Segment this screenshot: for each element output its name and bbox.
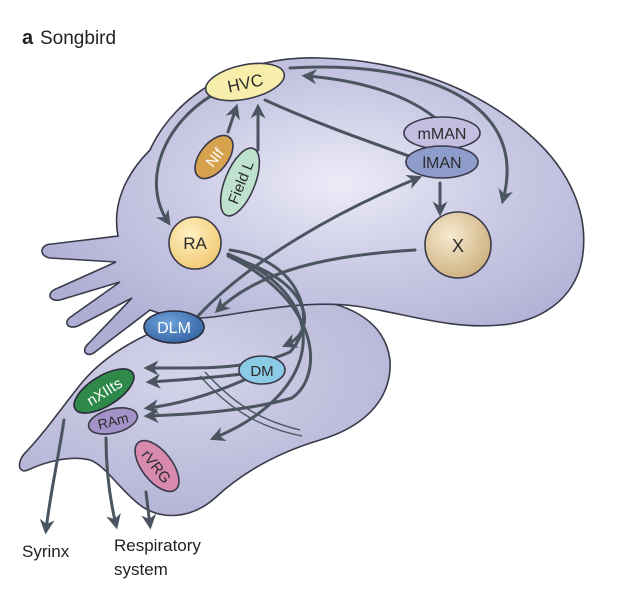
x-label: X: [452, 236, 464, 256]
ram-label: RAm: [96, 409, 130, 432]
arrow-hvc-to-x: [288, 65, 513, 205]
dm-label: DM: [250, 363, 273, 380]
arrow-hvc-to-ra: [154, 90, 220, 226]
node-ra: RA: [168, 216, 222, 270]
arrow-x-to-dlm: [214, 248, 417, 314]
node-x: X: [424, 211, 492, 279]
node-mman: mMAN: [403, 116, 481, 150]
panel-title: Songbird: [40, 28, 116, 49]
arrow-ram-to-respiratory: [104, 436, 121, 530]
node-hvc: HVC: [204, 62, 286, 102]
node-nif: NIf: [194, 134, 234, 180]
respiratory-label-line1: Respiratory: [114, 536, 201, 555]
arrow-nif-to-hvc: [225, 103, 240, 134]
arrow-rvrg-to-respiratory: [141, 490, 157, 530]
arrow-nxiits-to-syrinx: [39, 418, 66, 535]
node-dlm: DLM: [143, 310, 205, 344]
panel-letter: a: [22, 27, 34, 49]
node-lman: lMAN: [405, 145, 479, 179]
node-ram: RAm: [87, 407, 139, 435]
arrow-hvc-lman-link: [263, 98, 422, 162]
node-dm: DM: [238, 355, 286, 385]
brainstem-shape: [18, 299, 391, 517]
arrow-ra-to-nxiits: [143, 248, 305, 376]
syrinx-label: Syrinx: [22, 542, 70, 561]
respiratory-label-line2: system: [114, 560, 168, 579]
lman-label: lMAN: [422, 155, 461, 172]
arrow-ra-to-ram: [143, 254, 313, 424]
arrow-dm-to-nxiits: [145, 372, 244, 389]
ra-label: RA: [183, 234, 207, 253]
arrow-dlm-to-lman: [196, 175, 423, 318]
arrow-dm-to-ram: [143, 378, 246, 415]
arrow-lman-to-hvc: [301, 69, 442, 124]
dlm-label: DLM: [157, 320, 191, 337]
fiber-band: [204, 371, 301, 431]
mman-label: mMAN: [418, 126, 467, 143]
fiber-band-2: [199, 375, 303, 437]
